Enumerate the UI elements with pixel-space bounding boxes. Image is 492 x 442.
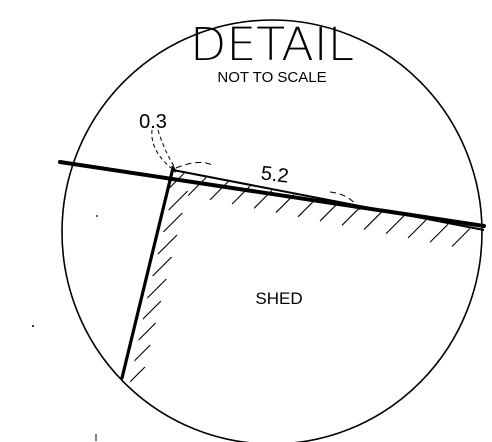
length-dimension-arc-right (329, 191, 361, 211)
shed-top-edge (172, 169, 485, 231)
hatch-mark (341, 206, 361, 226)
offset-dimension-label: 0.3 (139, 111, 167, 133)
property-line (58, 160, 486, 228)
length-dimension-arc-left (175, 162, 215, 169)
hatch-mark (385, 215, 405, 235)
hatch-mark (363, 211, 383, 230)
hatch-mark (130, 344, 151, 365)
shed-left-wall (120, 166, 175, 380)
hatch-mark (451, 228, 471, 247)
hatch-mark (429, 223, 449, 243)
not-to-scale-note: NOT TO SCALE (217, 69, 326, 86)
offset-dimension-leader (151, 129, 175, 169)
hatch-mark (319, 202, 339, 222)
hatch-mark (407, 219, 427, 239)
hatch-mark (125, 366, 146, 387)
hatch-mark (157, 234, 178, 255)
hatch-mark (209, 181, 229, 201)
hatch-mark (146, 278, 167, 299)
hatch-mark (168, 190, 189, 211)
hatch-mark (141, 300, 162, 321)
detail-circle (61, 19, 483, 442)
hatch-mark (187, 177, 207, 196)
shed-label: SHED (255, 289, 302, 308)
scan-speck (32, 325, 34, 327)
scan-speck (96, 215, 98, 217)
hatch-mark (162, 212, 183, 233)
hatch-mark (136, 322, 156, 343)
hatch-mark (152, 256, 173, 277)
shed-corner (171, 165, 177, 173)
length-dimension-label: 5.2 (260, 162, 290, 187)
shed-hatching (125, 172, 471, 387)
detail-title: DETAIL (190, 18, 354, 71)
